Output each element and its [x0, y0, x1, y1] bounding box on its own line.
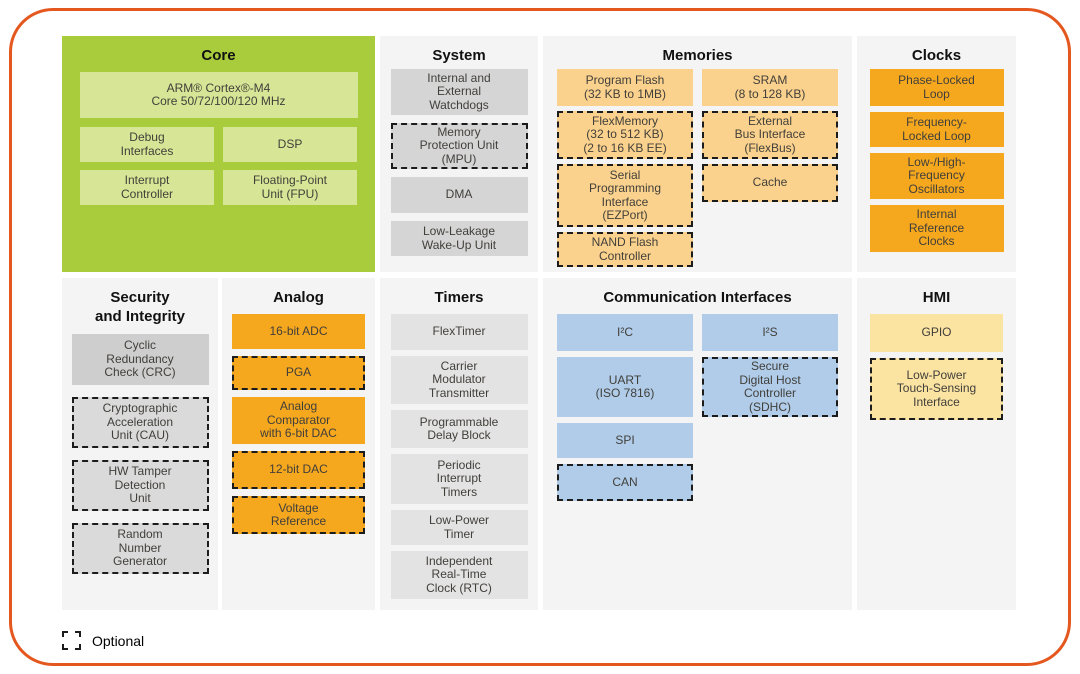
- block-pll: Phase-Locked Loop: [869, 69, 1004, 106]
- block-programmable-delay-block: Programmable Delay Block: [390, 410, 528, 448]
- section-hmi: HMI GPIO Low-Power Touch-Sensing Interfa…: [857, 278, 1016, 610]
- block-cau: Cryptographic Acceleration Unit (CAU): [71, 397, 209, 448]
- block-low-leakage-wakeup: Low-Leakage Wake-Up Unit: [390, 221, 528, 256]
- block-uart: UART (ISO 7816): [557, 357, 693, 417]
- block-pga: PGA: [232, 356, 365, 390]
- block-crc: Cyclic Redundancy Check (CRC): [71, 334, 209, 385]
- block-carrier-modulator-transmitter: Carrier Modulator Transmitter: [390, 356, 528, 404]
- block-sdhc: Secure Digital Host Controller (SDHC): [702, 357, 838, 417]
- block-flexmemory: FlexMemory (32 to 512 KB) (2 to 16 KB EE…: [557, 111, 693, 159]
- section-title-clocks: Clocks: [911, 47, 962, 64]
- legend-optional-label: Optional: [92, 632, 145, 649]
- optional-dashed-box-icon: [62, 631, 81, 650]
- block-debug-interfaces: Debug Interfaces: [80, 127, 214, 162]
- section-timers: Timers FlexTimer Carrier Modulator Trans…: [380, 278, 538, 610]
- block-program-flash: Program Flash (32 KB to 1MB): [557, 69, 693, 106]
- block-flexbus: External Bus Interface (FlexBus): [702, 111, 838, 159]
- block-analog-comparator: Analog Comparator with 6-bit DAC: [232, 397, 365, 444]
- section-title-system: System: [432, 47, 486, 64]
- comm-columns: I²C UART (ISO 7816) SPI CAN I²S Secure D…: [543, 314, 852, 507]
- section-communication-interfaces: Communication Interfaces I²C UART (ISO 7…: [543, 278, 852, 610]
- block-nand-flash-controller: NAND Flash Controller: [557, 232, 693, 267]
- comm-right-column: I²S Secure Digital Host Controller (SDHC…: [702, 314, 838, 507]
- memories-columns: Program Flash (32 KB to 1MB) FlexMemory …: [543, 69, 852, 272]
- block-ezport: Serial Programming Interface (EZPort): [557, 164, 693, 227]
- memories-left-column: Program Flash (32 KB to 1MB) FlexMemory …: [557, 69, 693, 272]
- section-core: Core ARM® Cortex®-M4 Core 50/72/100/120 …: [62, 36, 375, 272]
- block-dma: DMA: [390, 177, 528, 213]
- block-16bit-adc: 16-bit ADC: [232, 314, 365, 349]
- block-cache: Cache: [702, 164, 838, 202]
- section-security-and-integrity: Security and Integrity Cyclic Redundancy…: [62, 278, 218, 610]
- block-touch-sensing-interface: Low-Power Touch-Sensing Interface: [870, 358, 1003, 420]
- section-title-timers: Timers: [434, 289, 484, 306]
- legend-optional: Optional: [62, 631, 144, 650]
- block-rtc: Independent Real-Time Clock (RTC): [390, 551, 528, 599]
- section-title-security: Security and Integrity: [94, 289, 185, 325]
- block-oscillators: Low-/High- Frequency Oscillators: [869, 153, 1004, 199]
- section-system: System Internal and External Watchdogs M…: [380, 36, 538, 272]
- block-hw-tamper-detection: HW Tamper Detection Unit: [71, 460, 209, 511]
- memories-right-column: SRAM (8 to 128 KB) External Bus Interfac…: [702, 69, 838, 272]
- comm-left-column: I²C UART (ISO 7816) SPI CAN: [557, 314, 693, 507]
- diagram-outer-border: [9, 8, 1071, 666]
- block-dsp: DSP: [223, 127, 357, 162]
- block-spi: SPI: [557, 423, 693, 458]
- block-fll: Frequency- Locked Loop: [869, 112, 1004, 147]
- block-internal-reference-clocks: Internal Reference Clocks: [869, 205, 1004, 252]
- block-i2s: I²S: [702, 314, 838, 351]
- block-i2c: I²C: [557, 314, 693, 351]
- block-gpio: GPIO: [870, 314, 1003, 352]
- section-title-core: Core: [201, 47, 236, 64]
- section-title-analog: Analog: [273, 289, 324, 306]
- section-memories: Memories Program Flash (32 KB to 1MB) Fl…: [543, 36, 852, 272]
- block-fpu: Floating-Point Unit (FPU): [223, 170, 357, 205]
- block-12bit-dac: 12-bit DAC: [232, 451, 365, 489]
- section-title-communication-interfaces: Communication Interfaces: [603, 289, 792, 306]
- block-sram: SRAM (8 to 128 KB): [702, 69, 838, 106]
- block-interrupt-controller: Interrupt Controller: [80, 170, 214, 205]
- section-title-hmi: HMI: [922, 289, 951, 306]
- block-arm-cortex-m4: ARM® Cortex®-M4 Core 50/72/100/120 MHz: [79, 72, 358, 118]
- section-title-memories: Memories: [662, 47, 733, 64]
- section-clocks: Clocks Phase-Locked Loop Frequency- Lock…: [857, 36, 1016, 272]
- block-flextimer: FlexTimer: [390, 314, 528, 350]
- block-random-number-generator: Random Number Generator: [71, 523, 209, 574]
- section-analog: Analog 16-bit ADC PGA Analog Comparator …: [222, 278, 375, 610]
- block-watchdogs: Internal and External Watchdogs: [390, 69, 528, 115]
- block-periodic-interrupt-timers: Periodic Interrupt Timers: [390, 454, 528, 504]
- block-voltage-reference: Voltage Reference: [232, 496, 365, 534]
- block-can: CAN: [557, 464, 693, 501]
- block-low-power-timer: Low-Power Timer: [390, 510, 528, 545]
- block-mpu: Memory Protection Unit (MPU): [390, 123, 528, 169]
- core-block-grid: Debug Interfaces DSP Interrupt Controlle…: [80, 127, 357, 205]
